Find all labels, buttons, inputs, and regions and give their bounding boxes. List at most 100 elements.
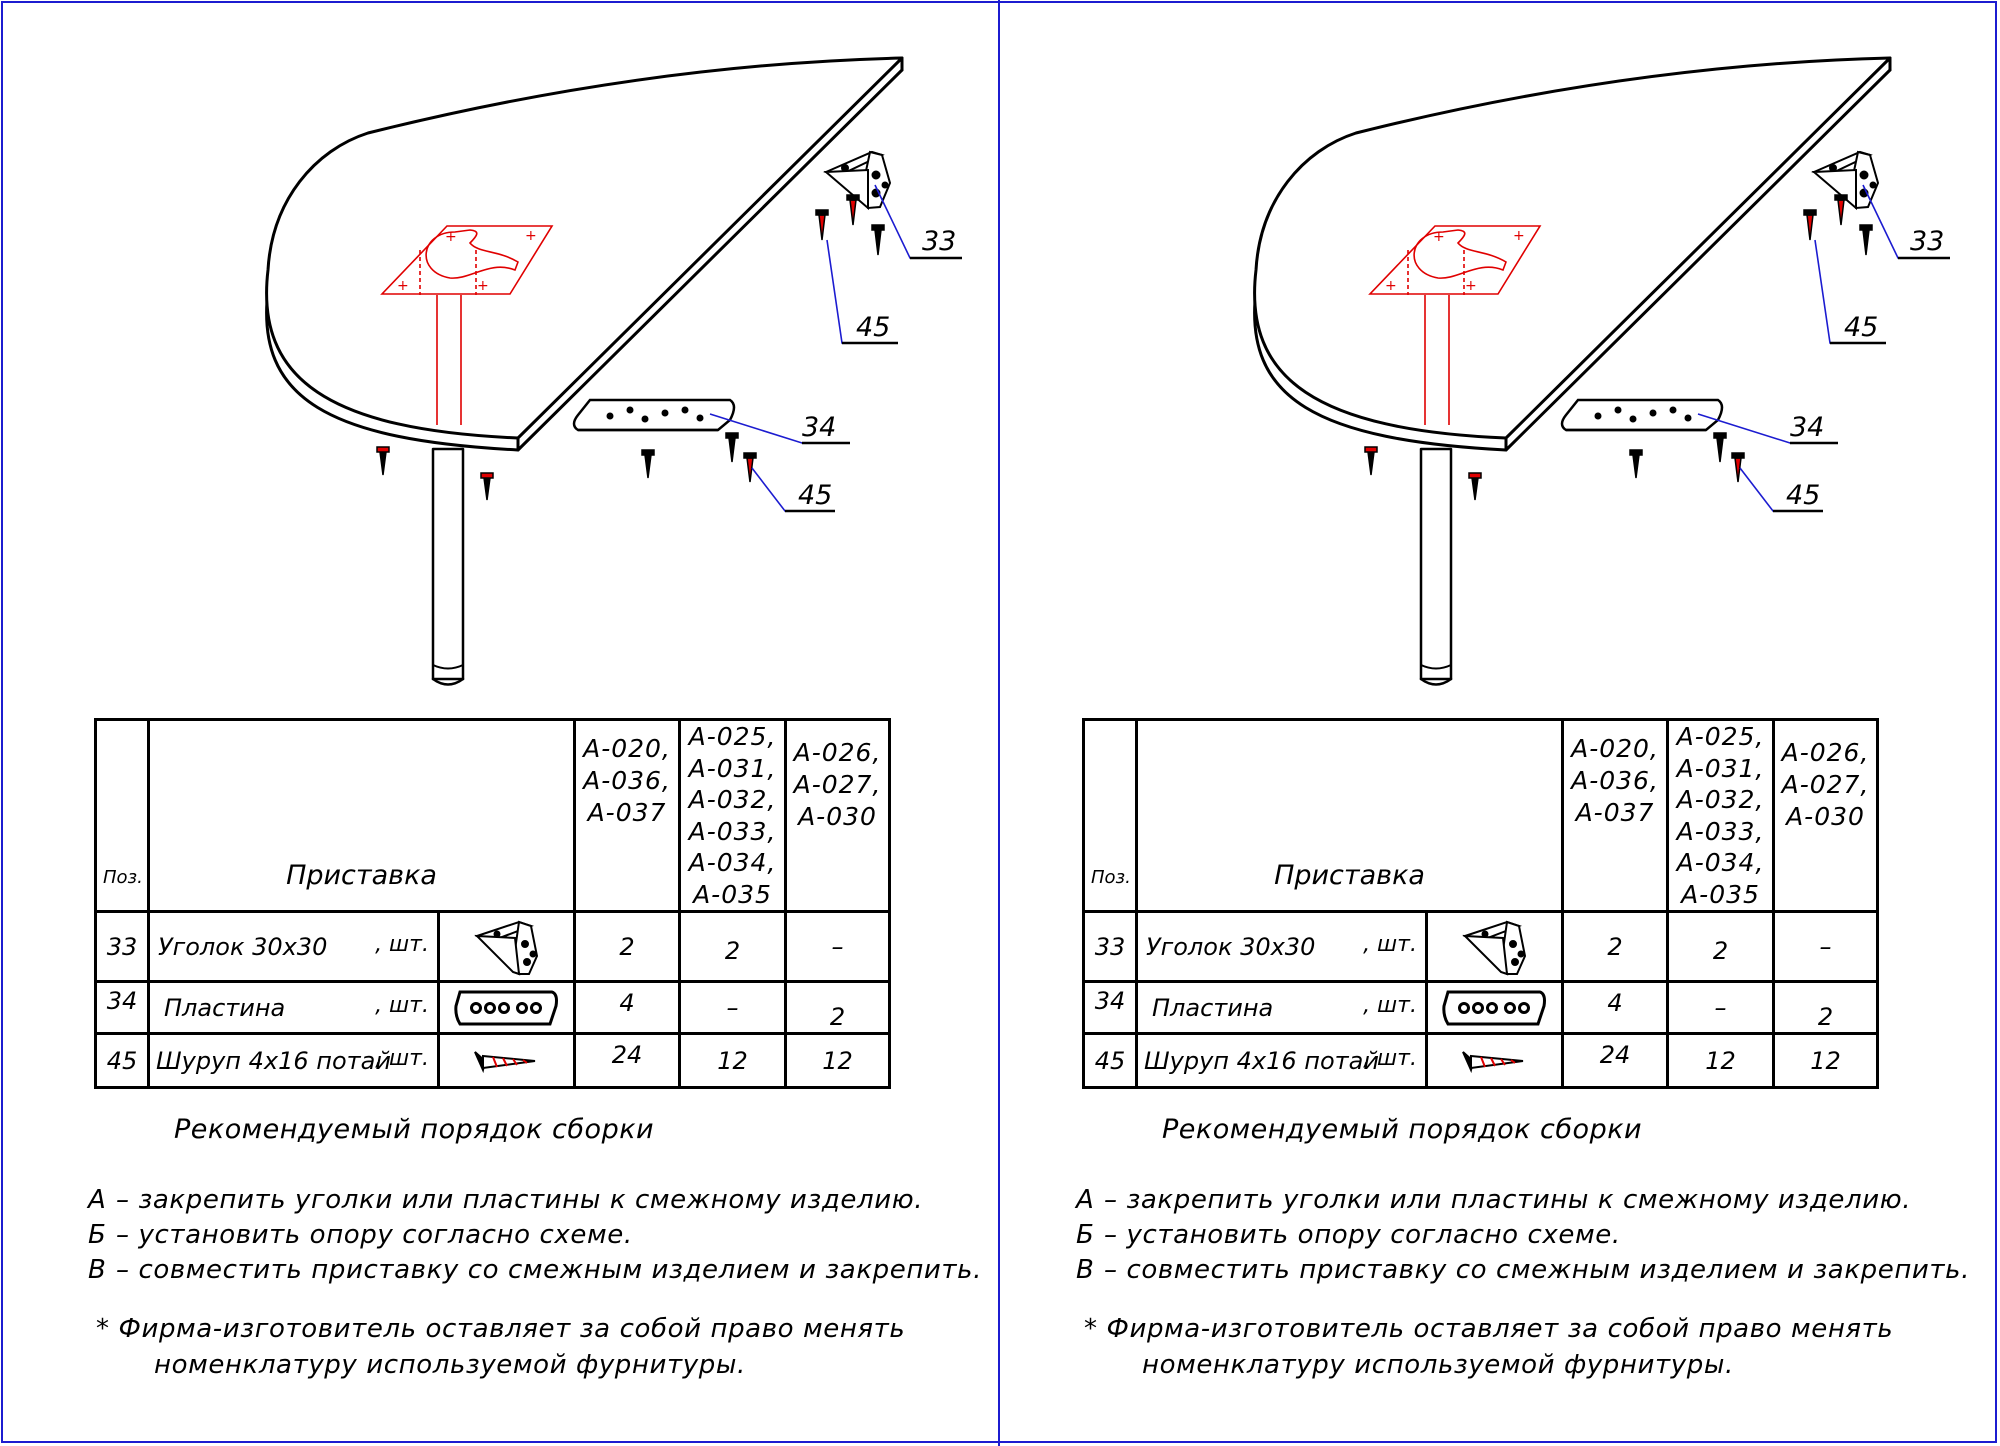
table-leg — [431, 447, 465, 681]
manufacturer-note: * Фирма-изготовитель оставляет за собой … — [96, 1314, 906, 1380]
screw-icon — [437, 1032, 576, 1089]
row-qty-3: 12 — [784, 1032, 891, 1089]
row-qty-2: 2 — [678, 910, 787, 983]
screws-top — [1803, 194, 1873, 256]
row-name: Шуруп 4х16 потай, шт. — [1135, 1032, 1428, 1089]
table-leg — [1419, 447, 1453, 681]
screws-bottom — [376, 432, 757, 501]
row-qty-3: – — [1772, 910, 1879, 983]
table-row: 45 Шуруп 4х16 потай, шт. 24 12 12 — [94, 1032, 891, 1089]
row-pos: 34 — [1082, 980, 1138, 1035]
manufacturer-note: * Фирма-изготовитель оставляет за собой … — [1084, 1314, 1894, 1380]
spec-table: Поз. Приставка А-020,А-036,А-037 А-025,А… — [1082, 718, 1879, 1089]
assembly-step: В – совместить приставку со смежным изде… — [88, 1255, 982, 1285]
spec-header-row: Поз. Приставка А-020,А-036,А-037 А-025,А… — [94, 718, 891, 913]
row-qty-3: 2 — [784, 980, 891, 1035]
row-name: Уголок 30х30, шт. — [1135, 910, 1428, 983]
callout-45-bottom: 45 — [798, 480, 832, 511]
row-qty-3: 12 — [1772, 1032, 1879, 1089]
spec-header-row: Поз. Приставка А-020,А-036,А-037 А-025,А… — [1082, 718, 1879, 913]
header-variant-1: А-020,А-036,А-037 — [573, 718, 681, 913]
table-row: 34 Пластина, шт. 4 – 2 — [1082, 980, 1879, 1035]
row-name: Пластина, шт. — [147, 980, 440, 1035]
assembly-drawing: + + + + — [265, 56, 962, 686]
assembly-steps: А – закрепить уголки или пластины к смеж… — [88, 1183, 982, 1288]
assembly-drawing: + + + + — [1253, 56, 1950, 686]
row-pos: 33 — [1082, 910, 1138, 983]
corner-bracket-part — [1811, 150, 1880, 211]
row-pos: 45 — [1082, 1032, 1138, 1089]
assembly-title: Рекомендуемый порядок сборки — [174, 1114, 655, 1145]
corner-bracket-icon — [437, 910, 576, 983]
row-pos: 45 — [94, 1032, 150, 1089]
row-qty-2: 12 — [1666, 1032, 1775, 1089]
svg-text:+: + — [445, 229, 457, 245]
assembly-title: Рекомендуемый порядок сборки — [1162, 1114, 1643, 1145]
mounting-plate-icon — [437, 980, 576, 1035]
svg-text:+: + — [1513, 228, 1525, 244]
spec-table: Поз. Приставка А-020,А-036,А-037 А-025,А… — [94, 718, 891, 1089]
table-row: 34 Пластина, шт. 4 – 2 — [94, 980, 891, 1035]
tabletop-surface — [265, 56, 904, 440]
row-qty-1: 2 — [573, 910, 681, 983]
row-qty-2: – — [1666, 980, 1775, 1035]
screw-icon — [1425, 1032, 1564, 1089]
header-pos: Поз. — [1082, 718, 1138, 913]
row-pos: 34 — [94, 980, 150, 1035]
callout-45-top: 45 — [1844, 312, 1878, 343]
instruction-panel-right: + + + + — [988, 0, 1986, 1446]
svg-text:+: + — [1385, 278, 1397, 294]
row-qty-1: 4 — [573, 980, 681, 1035]
svg-text:+: + — [477, 278, 489, 294]
row-qty-2: 12 — [678, 1032, 787, 1089]
header-title: Приставка — [1135, 718, 1564, 913]
row-name: Пластина, шт. — [1135, 980, 1428, 1035]
corner-bracket-icon — [1425, 910, 1564, 983]
row-pos: 33 — [94, 910, 150, 983]
assembly-steps: А – закрепить уголки или пластины к смеж… — [1076, 1183, 1970, 1288]
row-qty-1: 24 — [573, 1032, 681, 1089]
row-qty-3: 2 — [1772, 980, 1879, 1035]
assembly-step: Б – установить опору согласно схеме. — [88, 1220, 633, 1250]
table-row: 45 Шуруп 4х16 потай, шт. 24 12 12 — [1082, 1032, 1879, 1089]
assembly-step: Б – установить опору согласно схеме. — [1076, 1220, 1621, 1250]
screws-bottom — [1364, 432, 1745, 501]
header-variant-2: А-025,А-031,А-032,А-033,А-034,А-035 — [678, 718, 787, 913]
header-variant-1: А-020,А-036,А-037 — [1561, 718, 1669, 913]
header-variant-3: А-026,А-027,А-030 — [1772, 718, 1879, 913]
leg-mounting-base: + + + + — [380, 225, 554, 425]
callout-45-top: 45 — [856, 312, 890, 343]
assembly-step: А – закрепить уголки или пластины к смеж… — [1076, 1185, 1912, 1215]
table-row: 33 Уголок 30х30, шт. 2 2 – — [94, 910, 891, 983]
header-variant-2: А-025,А-031,А-032,А-033,А-034,А-035 — [1666, 718, 1775, 913]
leg-mounting-base: + + + + — [1368, 225, 1542, 425]
assembly-step: В – совместить приставку со смежным изде… — [1076, 1255, 1970, 1285]
callout-33: 33 — [922, 226, 956, 257]
screws-top — [815, 194, 885, 256]
row-qty-1: 24 — [1561, 1032, 1669, 1089]
header-title: Приставка — [147, 718, 576, 913]
svg-text:+: + — [1433, 229, 1445, 245]
tabletop-edge — [265, 68, 904, 452]
row-qty-1: 4 — [1561, 980, 1669, 1035]
row-qty-2: – — [678, 980, 787, 1035]
header-variant-3: А-026,А-027,А-030 — [784, 718, 891, 913]
svg-text:+: + — [525, 228, 537, 244]
row-qty-1: 2 — [1561, 910, 1669, 983]
row-name: Шуруп 4х16 потай, шт. — [147, 1032, 440, 1089]
svg-text:+: + — [1465, 278, 1477, 294]
svg-text:+: + — [397, 278, 409, 294]
frame-divider — [998, 0, 1000, 1446]
assembly-step: А – закрепить уголки или пластины к смеж… — [88, 1185, 924, 1215]
callout-45-bottom: 45 — [1786, 480, 1820, 511]
header-pos: Поз. — [94, 718, 150, 913]
mounting-plate-icon — [1425, 980, 1564, 1035]
mounting-plate-part — [1560, 398, 1724, 432]
instruction-panel-left: + + + + — [0, 0, 998, 1446]
tabletop-edge — [1253, 68, 1892, 452]
table-row: 33 Уголок 30х30, шт. 2 2 – — [1082, 910, 1879, 983]
row-qty-3: – — [784, 910, 891, 983]
row-qty-2: 2 — [1666, 910, 1775, 983]
row-name: Уголок 30х30, шт. — [147, 910, 440, 983]
